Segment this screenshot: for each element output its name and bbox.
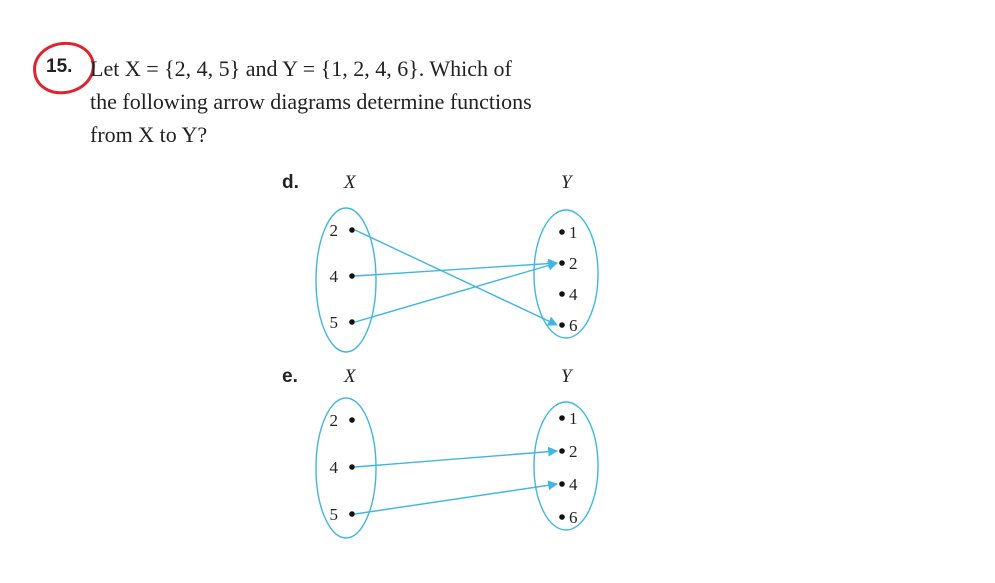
diagram-d-y-element: 2 bbox=[569, 254, 578, 273]
diagram-d-x-element: 4 bbox=[330, 267, 339, 286]
diagram-d-y-dot bbox=[559, 229, 565, 235]
diagram-e-x-element: 5 bbox=[330, 505, 339, 524]
diagram-d-x-label: X bbox=[344, 172, 356, 193]
diagram-d-x-dot bbox=[349, 319, 355, 325]
diagram-d-y-dot bbox=[559, 291, 565, 297]
diagram-e-x-dot bbox=[349, 511, 355, 517]
question-line-3: from X to Y? bbox=[90, 122, 208, 147]
diagram-e-arrow-4-to-2 bbox=[354, 446, 558, 468]
diagram-d-y-dot bbox=[559, 260, 565, 266]
diagram-e-x-dot bbox=[349, 417, 355, 423]
diagram-e-y-label: Y bbox=[561, 366, 572, 387]
diagram-d-x-dot bbox=[349, 273, 355, 279]
diagram-e-y-dot bbox=[559, 448, 565, 454]
diagram-e-letter: e. bbox=[282, 366, 298, 387]
diagram-e-y-element: 4 bbox=[569, 475, 578, 494]
diagram-e-x-set-oval bbox=[315, 397, 377, 539]
diagram-e-y-dot bbox=[559, 514, 565, 520]
diagram-e-y-element: 1 bbox=[569, 409, 578, 428]
diagram-d-y-dot bbox=[559, 322, 565, 328]
diagram-d-y-label: Y bbox=[561, 172, 572, 193]
diagram-e-x-label: X bbox=[344, 366, 356, 387]
diagram-e-y-dot bbox=[559, 415, 565, 421]
diagram-d-x-dot bbox=[349, 227, 355, 233]
question-line-2: the following arrow diagrams determine f… bbox=[90, 89, 532, 114]
diagram-d-arrow-2-to-6 bbox=[354, 229, 558, 326]
diagram-d-x-element: 2 bbox=[330, 221, 339, 240]
diagram-d-y-element: 1 bbox=[569, 223, 578, 242]
diagram-e-y-set-oval bbox=[533, 401, 599, 531]
question-number: 15. bbox=[46, 56, 73, 77]
diagram-e-x-dot bbox=[349, 464, 355, 470]
diagram-d-y-element: 6 bbox=[569, 316, 578, 335]
diagram-d-letter: d. bbox=[282, 172, 299, 193]
diagram-e-y-dot bbox=[559, 481, 565, 487]
diagram-e-x-element: 4 bbox=[330, 458, 339, 477]
diagram-d-y-set-oval bbox=[533, 209, 599, 339]
question-stem: Let X = {2, 4, 5} and Y = {1, 2, 4, 6}. … bbox=[90, 52, 690, 151]
diagram-d-x-element: 5 bbox=[330, 313, 339, 332]
diagram-d: 2 4 5 1 2 4 6 bbox=[315, 207, 599, 353]
diagram-d-arrow-5-to-2 bbox=[354, 260, 558, 323]
diagram-d-y-element: 4 bbox=[569, 285, 578, 304]
diagram-e-y-element: 6 bbox=[569, 508, 578, 527]
diagram-e-arrow-5-to-4 bbox=[354, 480, 558, 515]
question-line-1: Let X = {2, 4, 5} and Y = {1, 2, 4, 6}. … bbox=[90, 56, 512, 81]
diagram-e: 2 4 5 1 2 4 6 bbox=[315, 397, 599, 539]
diagram-d-x-set-oval bbox=[315, 207, 377, 353]
diagram-e-x-element: 2 bbox=[330, 411, 339, 430]
diagram-e-y-element: 2 bbox=[569, 442, 578, 461]
diagram-d-arrow-4-to-2 bbox=[354, 258, 558, 277]
